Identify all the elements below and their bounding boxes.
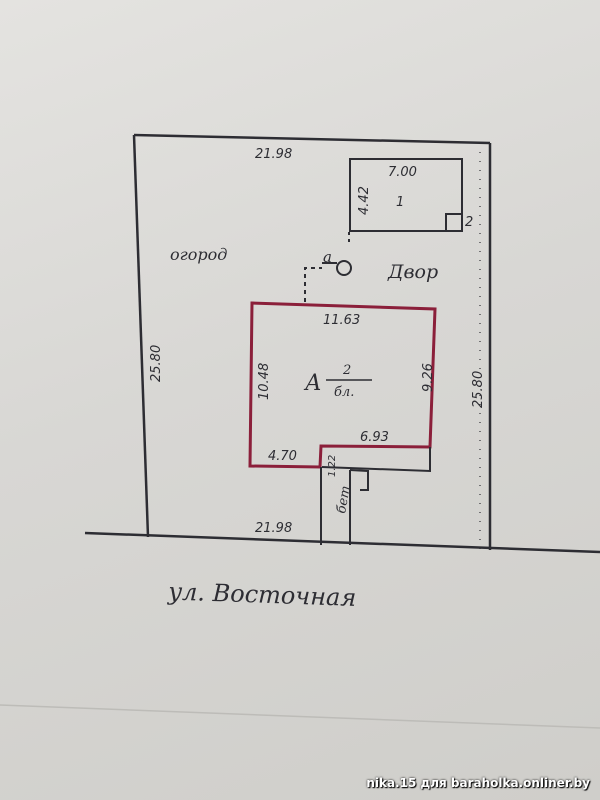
lot-top-dimension: 21.98 bbox=[255, 147, 292, 162]
house-outline bbox=[248, 301, 437, 469]
outbuilding-a-label: а bbox=[323, 248, 332, 266]
shed-outline bbox=[349, 158, 463, 232]
house-left-dimension: 10.48 bbox=[257, 363, 272, 400]
shed-depth-dimension: 4.42 bbox=[357, 186, 372, 215]
garden-label: огород bbox=[170, 245, 227, 264]
house-step-right-dimension: 6.93 bbox=[360, 430, 389, 445]
shed-annex-number: 2 bbox=[465, 215, 473, 230]
shed-width-dimension: 7.00 bbox=[388, 165, 417, 180]
watermark: nika.15 для baraholka.onliner.by bbox=[366, 776, 590, 790]
outbuilding-a-symbol bbox=[304, 260, 352, 302]
house-material: бл. bbox=[334, 385, 354, 400]
house-top-dimension: 11.63 bbox=[323, 313, 360, 328]
house-floors: 2 bbox=[342, 363, 351, 378]
house-right-dimension: 9.26 bbox=[421, 363, 436, 392]
paper-fold bbox=[0, 704, 600, 729]
yard-label: Двор bbox=[387, 261, 438, 283]
house-step-left-dimension: 4.70 bbox=[268, 449, 297, 464]
house-letter: А bbox=[303, 371, 322, 396]
lot-left-dimension: 25.80 bbox=[149, 345, 164, 382]
street-name: ул. Восточная bbox=[167, 577, 357, 612]
house-step-height-dimension: 1.22 bbox=[327, 455, 338, 477]
lot-boundary bbox=[84, 133, 600, 554]
shed-number: 1 bbox=[396, 195, 404, 210]
porch-outline bbox=[320, 447, 431, 545]
porch-label: бет bbox=[334, 485, 354, 515]
lot-bottom-dimension: 21.98 bbox=[255, 521, 292, 536]
lot-right-dimension: 25.80 bbox=[471, 371, 486, 408]
